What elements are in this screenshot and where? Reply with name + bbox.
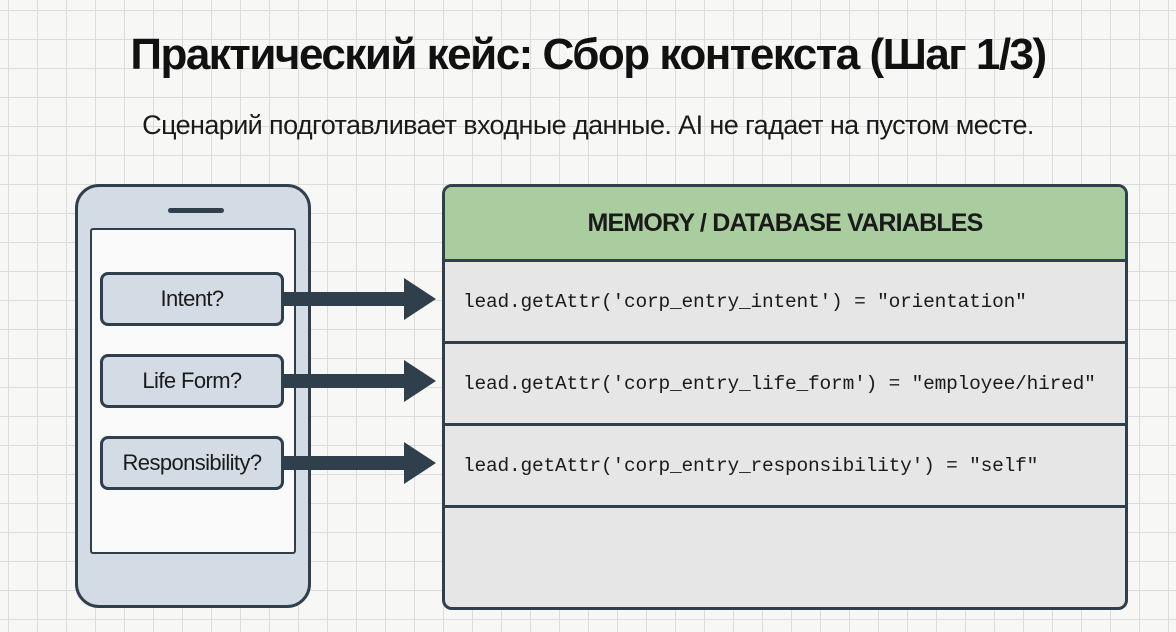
question-intent-button[interactable]: Intent?: [100, 272, 284, 326]
page-title: Практический кейс: Сбор контекста (Шаг 1…: [130, 30, 1047, 79]
memory-row-life-form: lead.getAttr('corp_entry_life_form') = "…: [445, 344, 1125, 426]
memory-panel-header: MEMORY / DATABASE VARIABLES: [445, 187, 1125, 262]
memory-row-intent: lead.getAttr('corp_entry_intent') = "ori…: [445, 262, 1125, 344]
question-life-form-button[interactable]: Life Form?: [100, 354, 284, 408]
memory-row-responsibility: lead.getAttr('corp_entry_responsibility'…: [445, 426, 1125, 508]
question-responsibility-button[interactable]: Responsibility?: [100, 436, 284, 490]
page-subtitle: Сценарий подготавливает входные данные. …: [142, 110, 1034, 140]
memory-row-empty: [445, 508, 1125, 607]
phone-speaker: [168, 208, 224, 213]
memory-panel: MEMORY / DATABASE VARIABLES lead.getAttr…: [442, 184, 1128, 610]
